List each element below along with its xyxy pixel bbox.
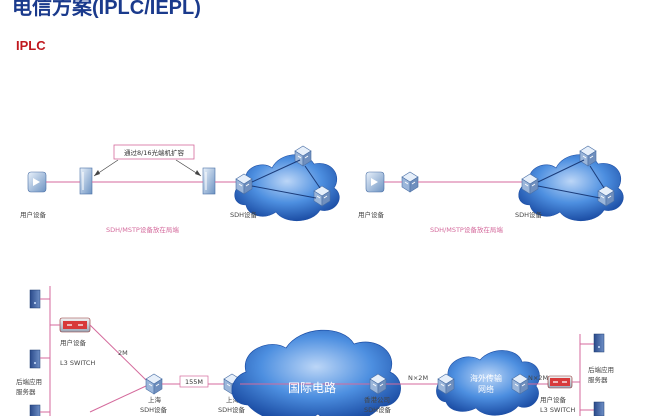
hk-label-1: 香港公司 [364,395,390,404]
optical-terminal-icon [202,167,216,195]
intl-circuit-label: 国际电路 [288,380,336,395]
server-icon [593,333,605,353]
link-2m-label: 2M [118,349,128,357]
top-left-diagram: 通过8/16光端机扩容 用户设备 SDH设备 SDH/MSTP设备放在局端 [20,144,340,234]
mstp-note: SDH/MSTP设备放在局端 [430,225,503,234]
left-backend-label-2: 服务器 [16,387,36,396]
international-circuit-cloud-icon [231,329,401,416]
page-title: 电信方案(IPLC/IEPL) [12,0,201,19]
shanghai-sdh-icon-1 [145,373,163,395]
user-device-label: 用户设备 [20,210,47,219]
user-device-label: 用户设备 [358,210,385,219]
top-right-diagram: 用户设备 SDH设备 SDH/MSTP设备放在局端 [358,145,624,234]
link-155m-label: 155M [185,378,203,386]
shanghai-sdh-label-1: SDH设备 [140,405,168,414]
server-icon [29,404,41,416]
user-device-icon [27,171,47,193]
server-icon [29,349,41,369]
sdh-node-icon [401,171,419,193]
note-text: 通过8/16光端机扩容 [124,148,185,157]
hk-label-2: SDH设备 [364,405,392,414]
right-user-label: 用户设备 [540,395,567,404]
remote-network-label-1: 海外传输 [470,373,502,383]
section-subtitle: IPLC [16,38,46,53]
shanghai-label-1: 上海 [148,395,162,404]
sdh-device-label: SDH设备 [515,210,543,219]
link-nx2m-label-2: N×2M [528,374,548,382]
mstp-note: SDH/MSTP设备放在局端 [106,225,179,234]
server-icon [29,289,41,309]
left-user-label: 用户设备 [60,338,87,347]
remote-network-cloud-icon [436,350,540,416]
right-backend-label-2: 服务器 [588,375,608,384]
left-backend-label-1: 后端应用 [16,377,42,386]
right-backend-label-1: 后端应用 [588,365,614,374]
remote-network-label-2: 网络 [478,384,494,394]
l3-switch-icon [59,317,91,333]
user-device-icon [365,171,385,193]
link-nx2m-label-1: N×2M [408,374,428,382]
bottom-diagram: 用户设备 L3 SWITCH 后端应用 服务器 2M 上海 SDH设备 155M… [16,286,614,416]
link-155m-box [179,375,209,388]
note-box [113,144,195,160]
shanghai-label-2: 上海 [226,395,240,404]
sdh-device-label: SDH设备 [230,210,258,219]
server-icon [593,401,605,416]
shanghai-sdh-label-2: SDH设备 [218,405,246,414]
l3-switch-icon [547,375,573,389]
left-switch-label: L3 SWITCH [60,359,95,367]
right-switch-label: L3 SWITCH [540,406,575,414]
optical-terminal-icon [79,167,93,195]
